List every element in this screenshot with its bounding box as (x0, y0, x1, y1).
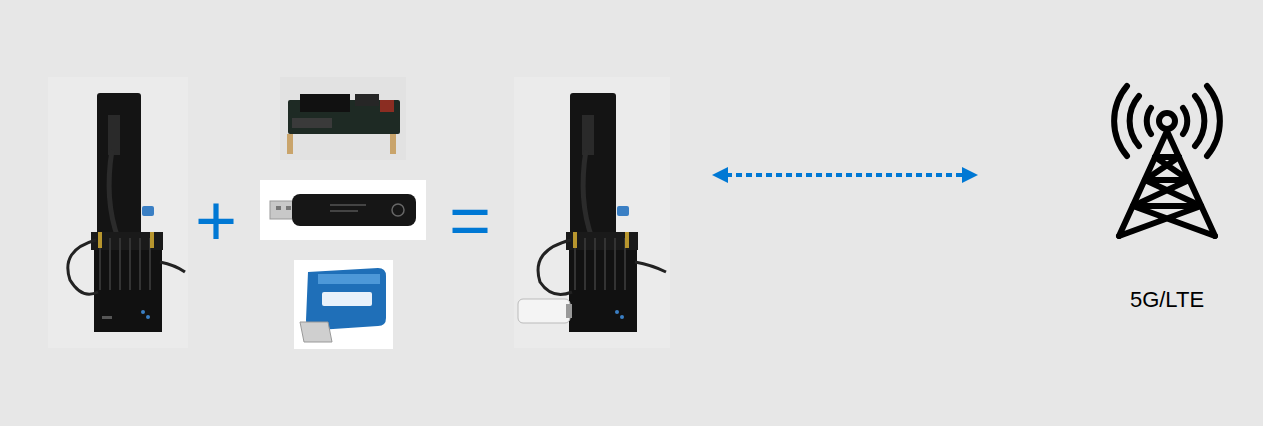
usb-modem-photo (330, 204, 366, 206)
device-photo (566, 232, 638, 250)
cell-tower-icon (1114, 86, 1220, 236)
board-photo (300, 94, 350, 112)
device-photo (583, 150, 592, 238)
device-photo (615, 310, 619, 314)
usb-modem-photo (294, 260, 393, 349)
device-photo (625, 232, 629, 248)
device-photo (620, 315, 624, 319)
device-photo (582, 115, 594, 155)
device-photo (48, 77, 188, 348)
operator-symbol: + (195, 184, 237, 256)
device-photo (94, 250, 162, 332)
device-photo (160, 262, 185, 272)
device-photo (594, 238, 596, 290)
cell-tower-icon (1130, 96, 1139, 146)
device-photo (575, 238, 625, 290)
device-photo (139, 238, 141, 290)
usb-modem-photo (260, 180, 426, 240)
dotted-arrow (962, 167, 978, 183)
network-label: 5G/LTE (1130, 287, 1205, 313)
device-photo (538, 240, 572, 294)
device-photo (635, 262, 666, 272)
device-photo (514, 77, 670, 348)
device-photo (604, 238, 606, 290)
device-photo (570, 93, 616, 238)
board-photo (280, 77, 406, 160)
device-photo (566, 304, 572, 318)
usb-modem-photo (318, 274, 380, 284)
device-photo (68, 240, 98, 294)
cell-tower-icon (1159, 113, 1175, 129)
device-photo (91, 232, 163, 250)
device-photo (108, 115, 120, 155)
board-photo (390, 134, 396, 154)
device-photo (150, 232, 154, 248)
dotted-arrow (712, 167, 978, 183)
device-photo (129, 238, 131, 290)
device-photo (109, 238, 111, 290)
usb-modem-photo (330, 210, 358, 212)
device-photo (584, 238, 586, 290)
device-photo (102, 316, 112, 319)
tower-label-node: 5G/LTE (1126, 283, 1209, 317)
device-photo (518, 299, 570, 323)
board-photo (280, 77, 406, 160)
device-photo (617, 206, 629, 216)
cell-tower-icon (1195, 96, 1204, 146)
device-photo (142, 206, 154, 216)
usb-modem-photo (286, 206, 291, 210)
usb-modem-photo (292, 194, 416, 226)
device-photo (569, 250, 637, 332)
device-photo (98, 232, 102, 248)
usb-modem-photo (300, 322, 332, 342)
device-photo (614, 238, 616, 290)
device-photo (109, 150, 118, 238)
device-photo (514, 77, 670, 348)
device-photo (573, 232, 577, 248)
dotted-arrow (712, 167, 728, 183)
cell-tower-icon (1183, 108, 1187, 134)
usb-modem-photo (294, 260, 393, 349)
device-photo (119, 238, 121, 290)
usb-modem-photo (306, 268, 386, 330)
cell-tower-icon (1147, 108, 1151, 134)
device-photo (100, 238, 150, 290)
cell-tower-icon (1114, 86, 1127, 156)
board-photo (380, 100, 394, 112)
usb-modem-photo (260, 180, 426, 240)
device-photo (146, 315, 150, 319)
device-photo (48, 77, 188, 348)
board-photo (355, 94, 379, 106)
usb-modem-photo (322, 292, 372, 306)
dotted-arrow (726, 173, 964, 177)
device-photo (141, 310, 145, 314)
operator-symbol: = (449, 184, 491, 256)
cell-tower-icon (1119, 157, 1215, 236)
device-photo (97, 93, 141, 238)
usb-modem-photo (276, 206, 281, 210)
cell-tower-icon (1119, 131, 1215, 236)
cell-tower-icon (1207, 86, 1220, 156)
board-photo (292, 118, 332, 128)
board-photo (287, 134, 293, 154)
usb-modem-photo (392, 204, 404, 216)
